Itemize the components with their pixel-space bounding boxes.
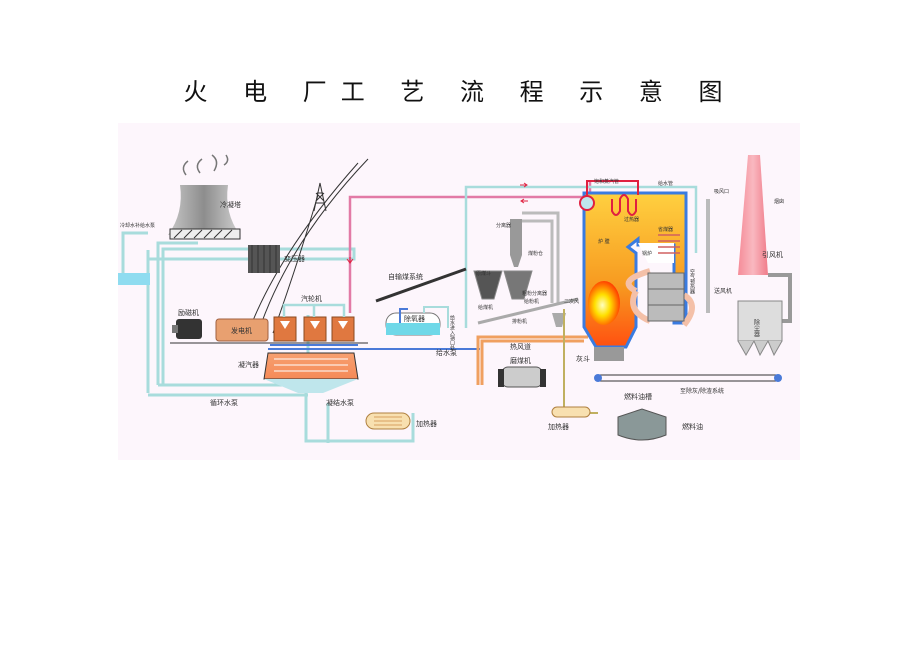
label-turbine: 汽轮机 — [301, 294, 322, 303]
label-furnace: 炉 膛 — [598, 238, 610, 245]
hot-air-duct — [476, 335, 588, 385]
feed-water-pipe — [464, 185, 698, 328]
label-lp-heater: 加热器 — [416, 419, 437, 428]
label-economizer: 省煤器 — [658, 226, 673, 233]
label-oil-tank: 燃料油槽 — [624, 392, 652, 401]
label-pulverized-bin: 煤粉仓 — [528, 250, 543, 257]
label-id-fan: 引风机 — [762, 250, 783, 259]
diagram-svg: 冷凝塔 冷却水补给水泵 变压器 励磁机 发电机 汽轮机 凝汽器 — [118, 154, 792, 443]
label-transformer: 变压器 — [284, 254, 305, 263]
boiler — [579, 180, 688, 361]
label-precipitator: 除尘器 — [753, 318, 760, 338]
label-ash-hopper: 灰斗 — [576, 354, 590, 363]
flow-arrow-icon — [346, 257, 354, 264]
label-coal-conveyor: 自输煤系统 — [388, 272, 423, 281]
deaerator — [385, 306, 449, 336]
label-deaerator: 除氧器 — [404, 314, 425, 323]
turbine — [273, 303, 355, 342]
transformer — [248, 245, 280, 273]
condenser — [263, 344, 480, 393]
label-makeup-pump: 冷却水补给水泵 — [120, 222, 155, 229]
label-feed-pipe: 给水管 — [658, 180, 673, 187]
flow-arrow-icon — [520, 198, 528, 204]
oil-heater — [551, 406, 591, 418]
label-feedwater-inlet: 给水进入锅口处 — [449, 314, 455, 351]
page-title: 火 电 厂工 艺 流 程 示 意 图 — [183, 78, 737, 106]
label-condenser: 凝汽器 — [238, 360, 259, 369]
ash-conveyor — [594, 374, 782, 382]
label-feed-pump: 给水泵 — [436, 348, 457, 357]
label-chimney: 烟囱 — [774, 198, 784, 205]
label-coal-hopper: 原煤斗 — [476, 270, 491, 277]
label-saturated-steam: 饱和蒸汽管 — [594, 178, 619, 185]
chimney — [738, 155, 768, 275]
label-generator: 发电机 — [231, 326, 252, 335]
main-steam-pipe — [348, 181, 592, 313]
lp-heater — [365, 412, 411, 430]
label-oil-heater: 加热器 — [548, 422, 569, 431]
flow-arrow-icon — [520, 182, 528, 188]
cooling-tower — [168, 154, 241, 240]
oil-tank — [617, 408, 667, 441]
label-exciter: 励磁机 — [178, 308, 199, 317]
label-fuel-oil: 燃料油 — [682, 422, 703, 431]
label-fine-separator: 粗粉分离器 — [522, 290, 547, 297]
coal-conveyor — [375, 267, 467, 303]
water-basin — [118, 273, 150, 285]
generator — [215, 318, 269, 342]
coal-hoppers — [473, 211, 579, 327]
coal-mill — [498, 366, 546, 388]
label-mill: 磨煤机 — [510, 356, 531, 365]
label-circ-pump: 循环水泵 — [210, 398, 238, 407]
label-exhauster: 排粉机 — [512, 318, 527, 325]
label-powder-feeder: 给粉机 — [524, 298, 539, 305]
label-boiler: 锅炉 — [642, 250, 652, 257]
label-air-preheater: 空气预热器 — [689, 268, 695, 295]
label-condensate-pump: 凝结水泵 — [326, 398, 354, 407]
label-air-inlet: 吸风口 — [714, 189, 729, 195]
precipitator — [737, 300, 783, 357]
label-hot-air-duct: 热风道 — [510, 342, 531, 351]
label-separator: 分离器 — [496, 222, 511, 229]
exciter — [172, 319, 202, 339]
label-superheater: 过热器 — [624, 216, 639, 223]
label-fd-fan: 送风机 — [714, 287, 732, 295]
label-ash-system: 至除灰/除渣系统 — [680, 387, 724, 395]
process-diagram: 冷凝塔 冷却水补给水泵 变压器 励磁机 发电机 汽轮机 凝汽器 — [118, 123, 800, 460]
id-fan-duct — [768, 273, 792, 323]
air-preheater — [625, 268, 695, 327]
label-coal-feeder: 给煤机 — [478, 304, 493, 311]
label-secondary-air: 二次风 — [564, 298, 579, 305]
label-cooling-tower: 冷凝塔 — [220, 200, 241, 209]
